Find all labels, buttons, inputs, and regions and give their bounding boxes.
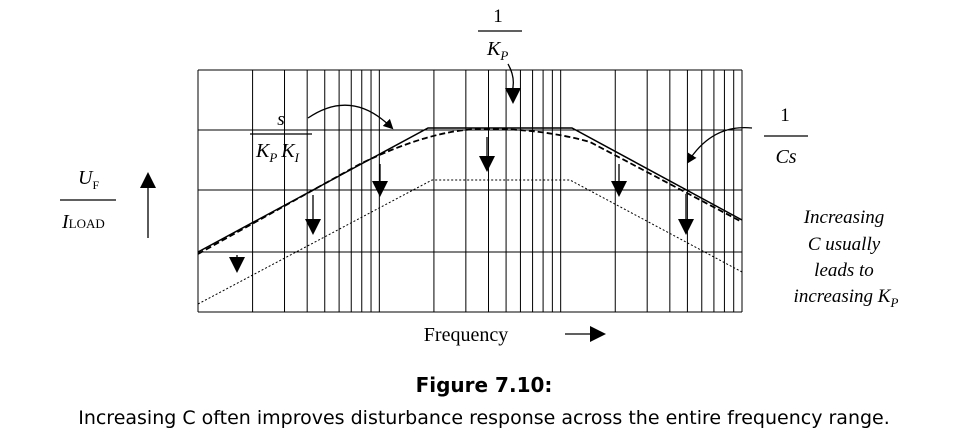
x-axis-arrow-head: [590, 326, 606, 342]
down-arrow-head: [479, 156, 495, 172]
annotation-line-3: leads to: [814, 260, 874, 281]
plot-grid: [197, 69, 743, 313]
annotation-line-4: increasing KP: [794, 286, 899, 310]
left-fraction-numerator: s: [277, 109, 284, 130]
annotation-line-1: Increasing: [803, 207, 885, 228]
top-fraction-denominator: KP: [486, 38, 508, 63]
pointer-arrow-top-head: [505, 88, 521, 104]
down-arrow-head: [229, 257, 245, 273]
response-dotted-curve: [197, 179, 743, 305]
down-arrow-head: [372, 181, 388, 197]
right-fraction-numerator: 1: [780, 105, 790, 126]
y-label-denominator: ILOAD: [61, 211, 105, 233]
curves: [197, 127, 743, 305]
caption-text: Increasing C often improves disturbance …: [78, 407, 890, 429]
right-fraction: 1 Cs: [764, 105, 808, 168]
response-dashed-curve: [197, 128, 743, 255]
top-fraction: 1 KP: [478, 6, 522, 63]
y-axis-label: UF ILOAD: [60, 167, 116, 233]
pointer-arrow-top: [507, 63, 514, 93]
caption-title: Figure 7.10:: [416, 373, 553, 397]
top-fraction-numerator: 1: [493, 6, 503, 27]
annotation: Increasing C usually leads to increasing…: [794, 207, 899, 310]
x-axis-label: Frequency: [424, 324, 508, 346]
down-arrow-head: [678, 219, 694, 235]
pointer-arrow-right: [686, 126, 753, 164]
down-arrows: [229, 137, 694, 273]
y-label-numerator: UF: [78, 167, 99, 192]
pointer-arrow-left: [307, 104, 394, 130]
y-axis-arrow-head: [140, 172, 156, 188]
down-arrow-head: [305, 219, 321, 235]
down-arrow-head: [611, 181, 627, 197]
right-fraction-denominator: Cs: [775, 146, 796, 168]
annotation-line-2: C usually: [808, 234, 881, 255]
